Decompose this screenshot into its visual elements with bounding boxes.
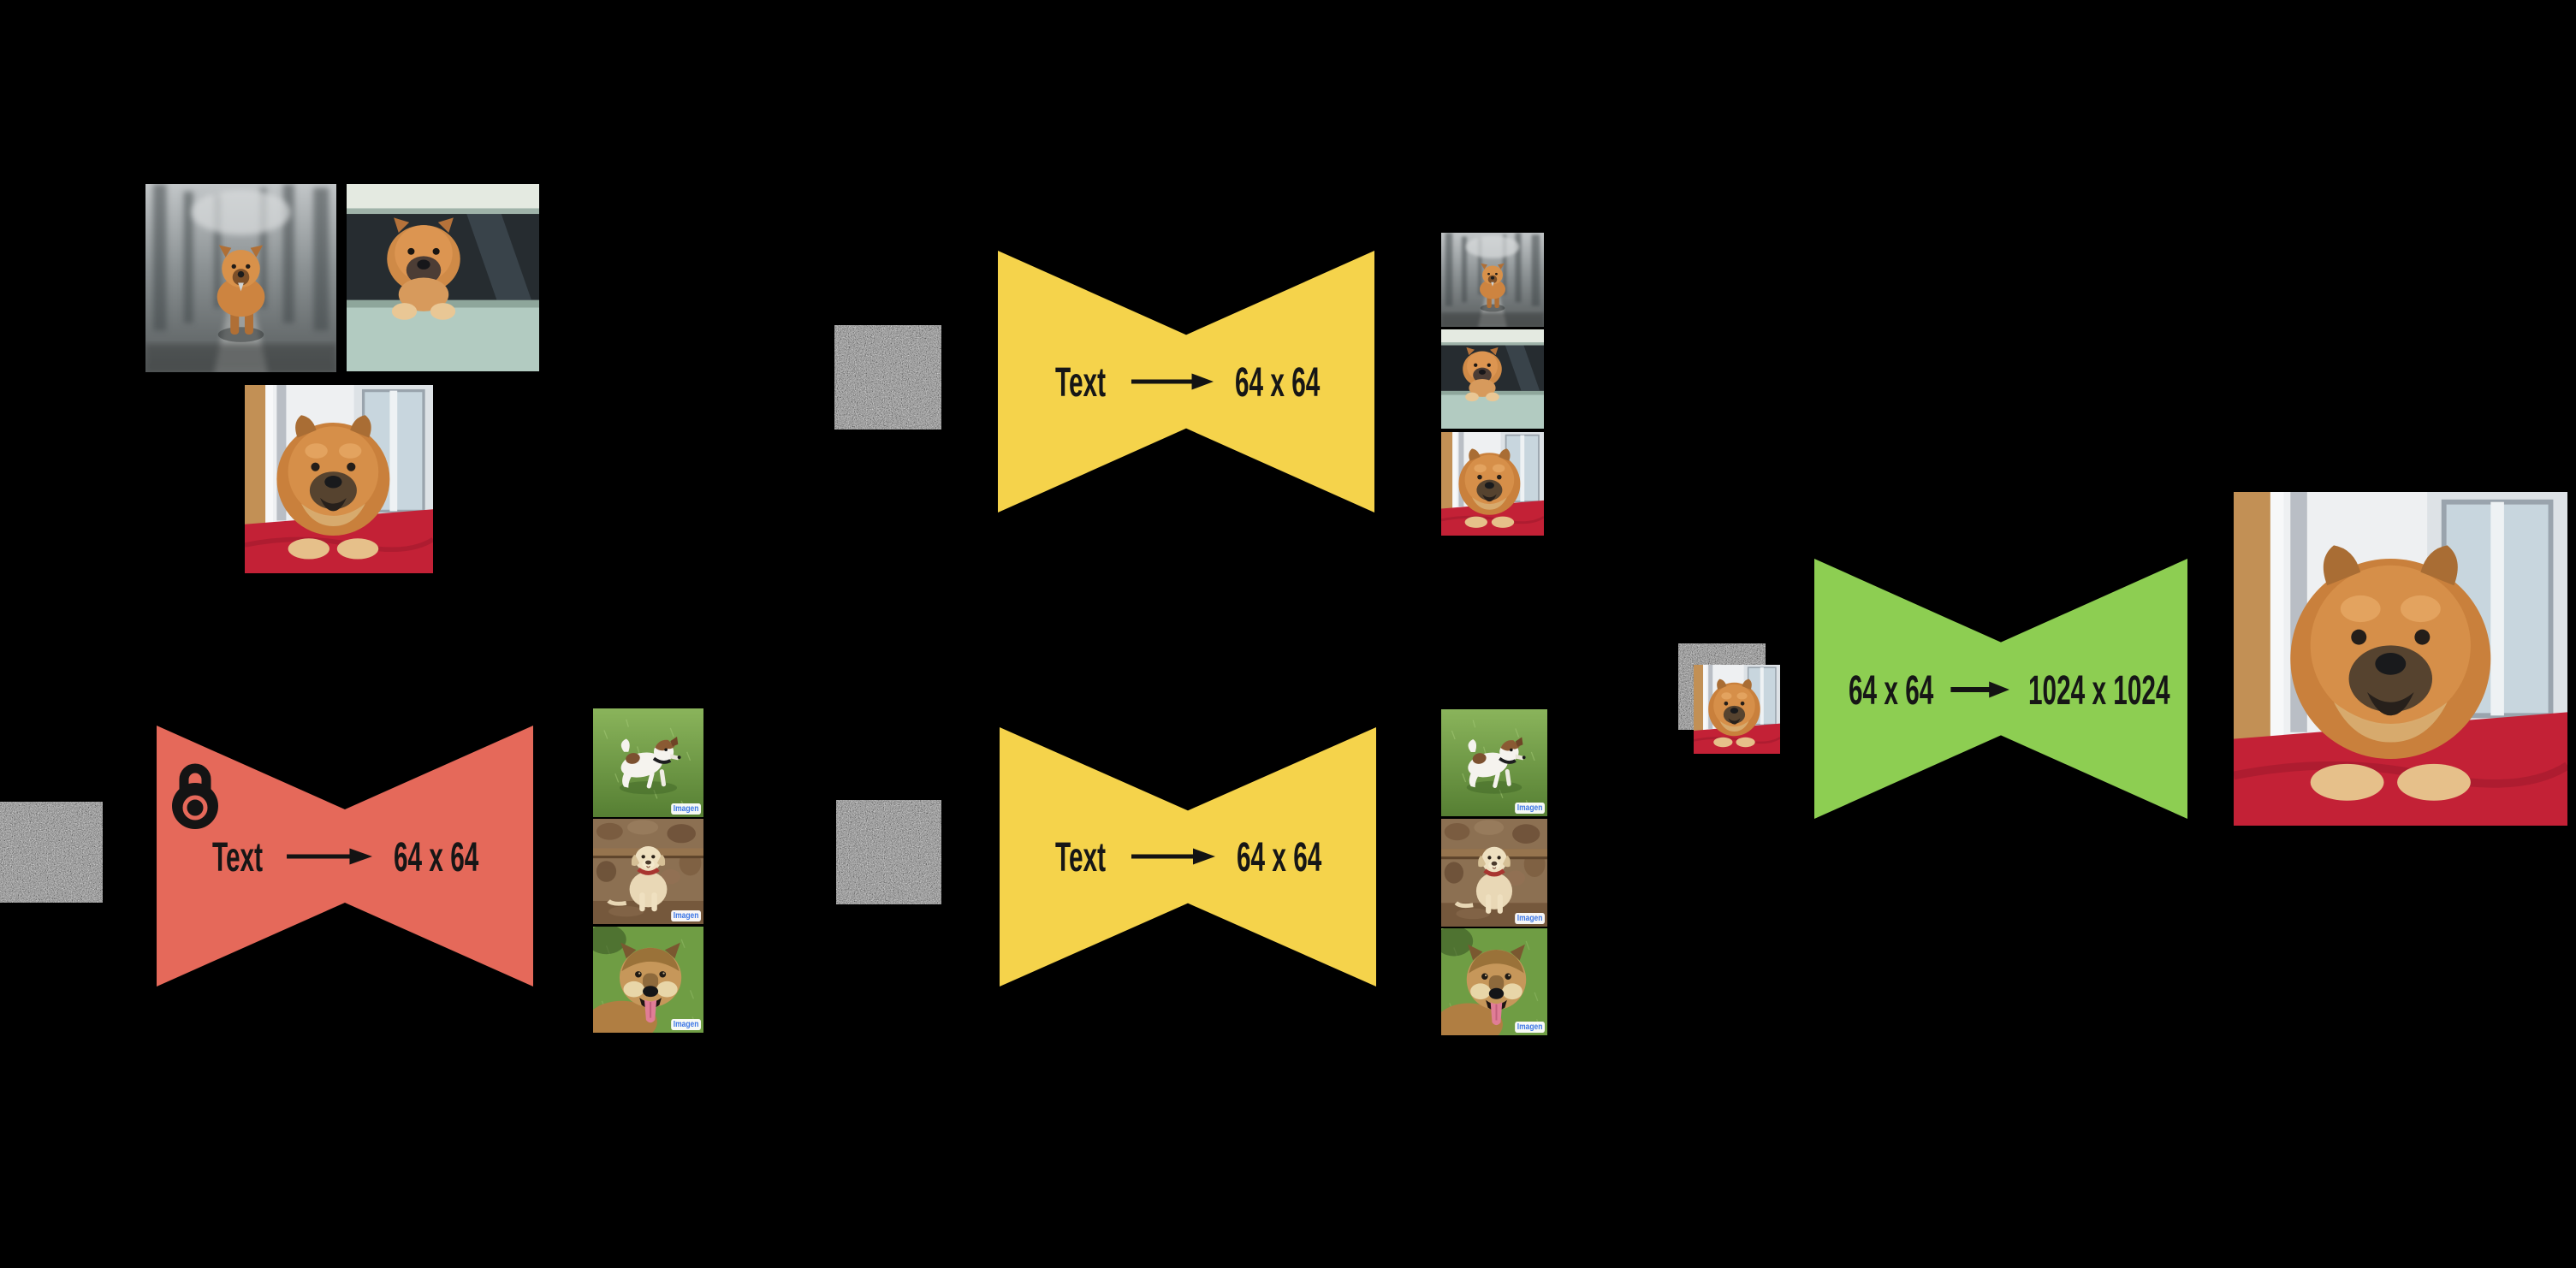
final-output-image bbox=[2234, 492, 2567, 826]
reconstructed-image-forest bbox=[1441, 233, 1544, 327]
reference-photo-car bbox=[347, 184, 539, 371]
generated-image-shepherd: Imagen bbox=[1441, 928, 1547, 1035]
superres-input-label: 64 x 64 bbox=[1849, 668, 1934, 714]
imagen-watermark: Imagen bbox=[671, 910, 701, 921]
finetuned-input-label: Text bbox=[212, 835, 263, 880]
superres-input-thumbnail bbox=[1694, 665, 1780, 754]
imagen-watermark: Imagen bbox=[671, 1019, 701, 1030]
imagen-watermark: Imagen bbox=[1515, 803, 1545, 814]
noise-input-top bbox=[834, 325, 941, 430]
reconstructed-image-car bbox=[1441, 329, 1544, 429]
right-arrow-icon bbox=[1950, 680, 2009, 699]
superres-output-label: 1024 x 1024 bbox=[2028, 668, 2170, 714]
imagen-watermark: Imagen bbox=[671, 803, 701, 815]
generated-image-jack-russell: Imagen bbox=[593, 708, 703, 817]
frozen-bottom-output-label: 64 x 64 bbox=[1237, 835, 1322, 880]
right-arrow-icon bbox=[1130, 372, 1214, 391]
generated-image-labrador: Imagen bbox=[1441, 819, 1547, 927]
reference-photo-carpet bbox=[245, 385, 433, 573]
noise-input-bottom bbox=[836, 800, 941, 904]
generated-image-shepherd: Imagen bbox=[593, 927, 703, 1033]
generated-image-jack-russell: Imagen bbox=[1441, 709, 1547, 816]
finetuned-output-label: 64 x 64 bbox=[394, 835, 479, 880]
reconstructed-image-carpet bbox=[1441, 432, 1544, 536]
frozen-bottom-input-label: Text bbox=[1055, 835, 1106, 880]
right-arrow-icon bbox=[285, 847, 372, 866]
lock-icon bbox=[172, 759, 218, 830]
imagen-watermark: Imagen bbox=[1515, 913, 1545, 924]
frozen-top-output-label: 64 x 64 bbox=[1235, 360, 1321, 406]
right-arrow-icon bbox=[1130, 847, 1215, 866]
imagen-watermark: Imagen bbox=[1515, 1022, 1545, 1033]
generated-image-labrador: Imagen bbox=[593, 819, 703, 924]
frozen-top-input-label: Text bbox=[1055, 360, 1106, 406]
reference-photo-forest bbox=[145, 184, 336, 372]
noise-input-left bbox=[0, 802, 103, 903]
